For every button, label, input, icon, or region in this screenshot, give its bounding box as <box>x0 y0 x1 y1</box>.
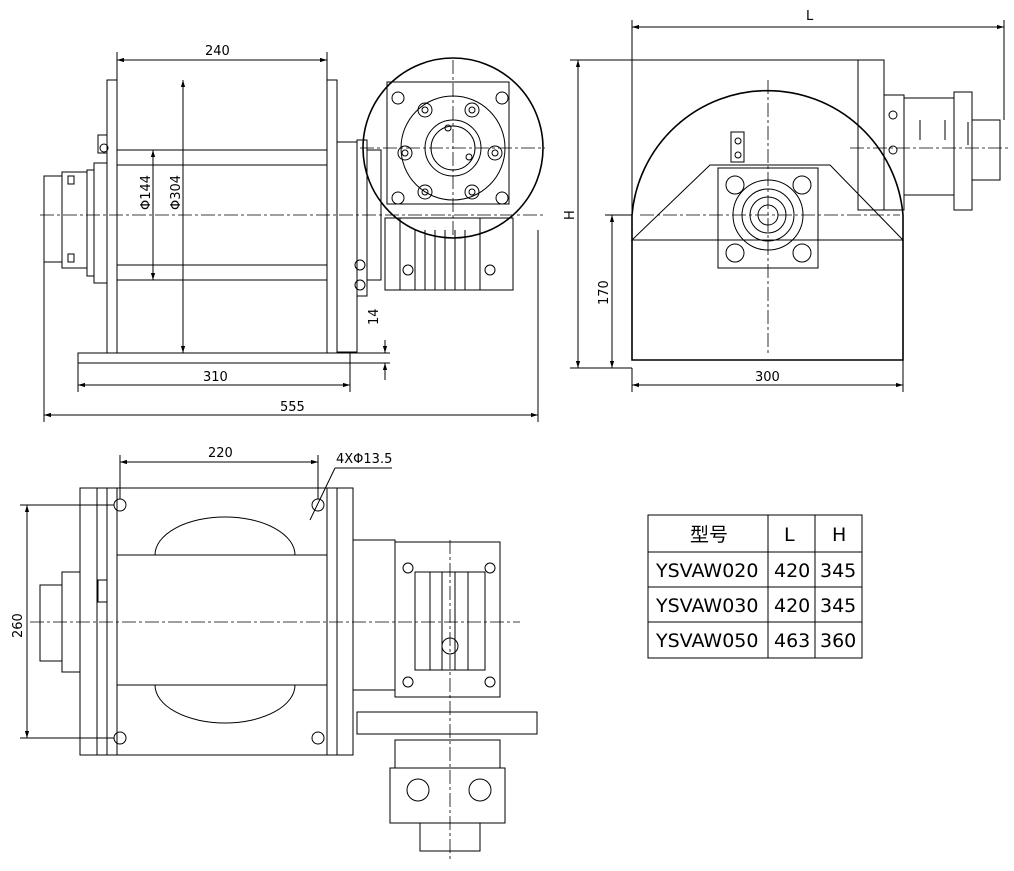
side-view-dimensions: L H 170 300 <box>563 9 1005 392</box>
table-cell-H: 345 <box>820 595 856 617</box>
dim-H: H <box>563 210 578 220</box>
dim-4x-phi13-5: 4XΦ13.5 <box>336 452 392 467</box>
table-cell-H: 360 <box>820 630 856 652</box>
front-view <box>40 57 545 364</box>
table-cell-model: YSVAW050 <box>655 630 758 652</box>
dim-phi304: Φ304 <box>169 175 184 210</box>
dim-310: 310 <box>203 370 228 385</box>
model-table: 型号 L H YSVAW020 420 345 YSVAW030 420 345… <box>647 514 863 659</box>
front-view-dimensions: 240 Φ144 Φ304 14 310 555 <box>43 44 539 422</box>
side-view <box>630 59 1010 361</box>
table-cell-H: 345 <box>820 560 856 582</box>
table-header-L: L <box>784 524 795 546</box>
dim-phi144: Φ144 <box>139 175 154 210</box>
dim-L: L <box>806 9 814 24</box>
dim-300: 300 <box>755 370 780 385</box>
dim-14: 14 <box>367 308 382 325</box>
dim-220: 220 <box>208 446 233 461</box>
table-cell-L: 463 <box>774 630 810 652</box>
dim-260: 260 <box>11 613 26 638</box>
top-view-dimensions: 220 4XΦ13.5 260 <box>11 446 392 739</box>
table-cell-L: 420 <box>774 560 810 582</box>
table-header-H: H <box>832 524 846 546</box>
table-cell-L: 420 <box>774 595 810 617</box>
table-cell-model: YSVAW030 <box>655 595 758 617</box>
top-view <box>30 487 538 860</box>
dim-555: 555 <box>280 400 305 415</box>
table-header-model: 型号 <box>690 524 728 546</box>
dim-240: 240 <box>205 44 230 59</box>
dim-170: 170 <box>597 280 612 305</box>
table-cell-model: YSVAW020 <box>655 560 758 582</box>
